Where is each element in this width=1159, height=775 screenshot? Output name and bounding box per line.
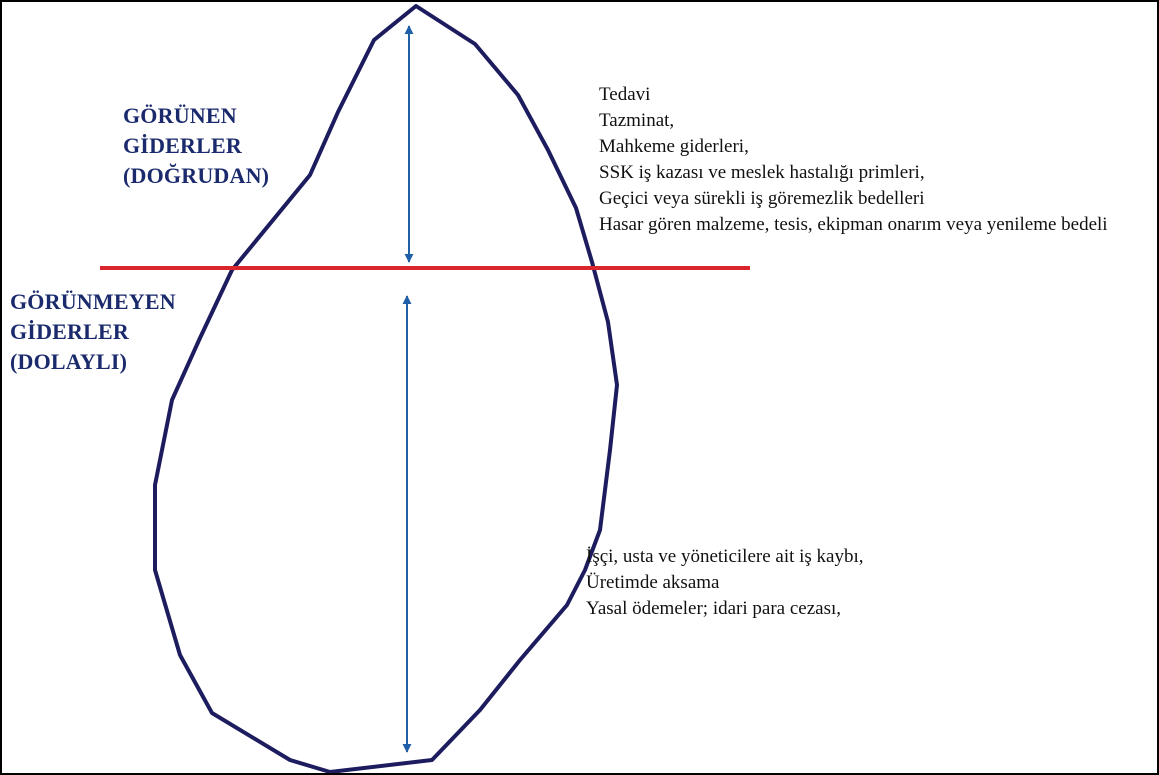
direct-cost-item: Hasar gören malzeme, tesis, ekipman onar… [599,214,1108,235]
direct-costs-list: Tedavi Tazminat, Mahkeme giderleri, SSK … [599,82,1108,238]
indirect-cost-item: İşçi, usta ve yöneticilere ait iş kaybı, [586,546,864,567]
direct-cost-item: SSK iş kazası ve meslek hastalığı primle… [599,162,925,183]
indirect-cost-item: Yasal ödemeler; idari para cezası, [586,598,841,619]
direct-cost-item: Tazminat, [599,110,675,131]
direct-cost-item: Geçici veya sürekli iş göremezlik bedell… [599,188,925,209]
iceberg-outline [153,4,619,774]
hidden-costs-title-line: (DOLAYLI) [10,349,128,374]
direct-cost-item: Mahkeme giderleri, [599,136,749,157]
indirect-costs-list: İşçi, usta ve yöneticilere ait iş kaybı,… [586,544,864,622]
hidden-costs-title-line: GÖRÜNMEYEN [10,289,176,314]
hidden-costs-title-line: GİDERLER [10,319,129,344]
visible-costs-title-line: GÖRÜNEN [123,103,237,128]
visible-costs-title-line: (DOĞRUDAN) [123,163,270,188]
indirect-cost-item: Üretimde aksama [586,572,720,593]
hidden-costs-title: GÖRÜNMEYEN GİDERLER (DOLAYLI) [10,287,176,377]
visible-costs-title: GÖRÜNEN GİDERLER (DOĞRUDAN) [123,101,269,191]
direct-cost-item: Tedavi [599,84,651,105]
visible-costs-title-line: GİDERLER [123,133,242,158]
